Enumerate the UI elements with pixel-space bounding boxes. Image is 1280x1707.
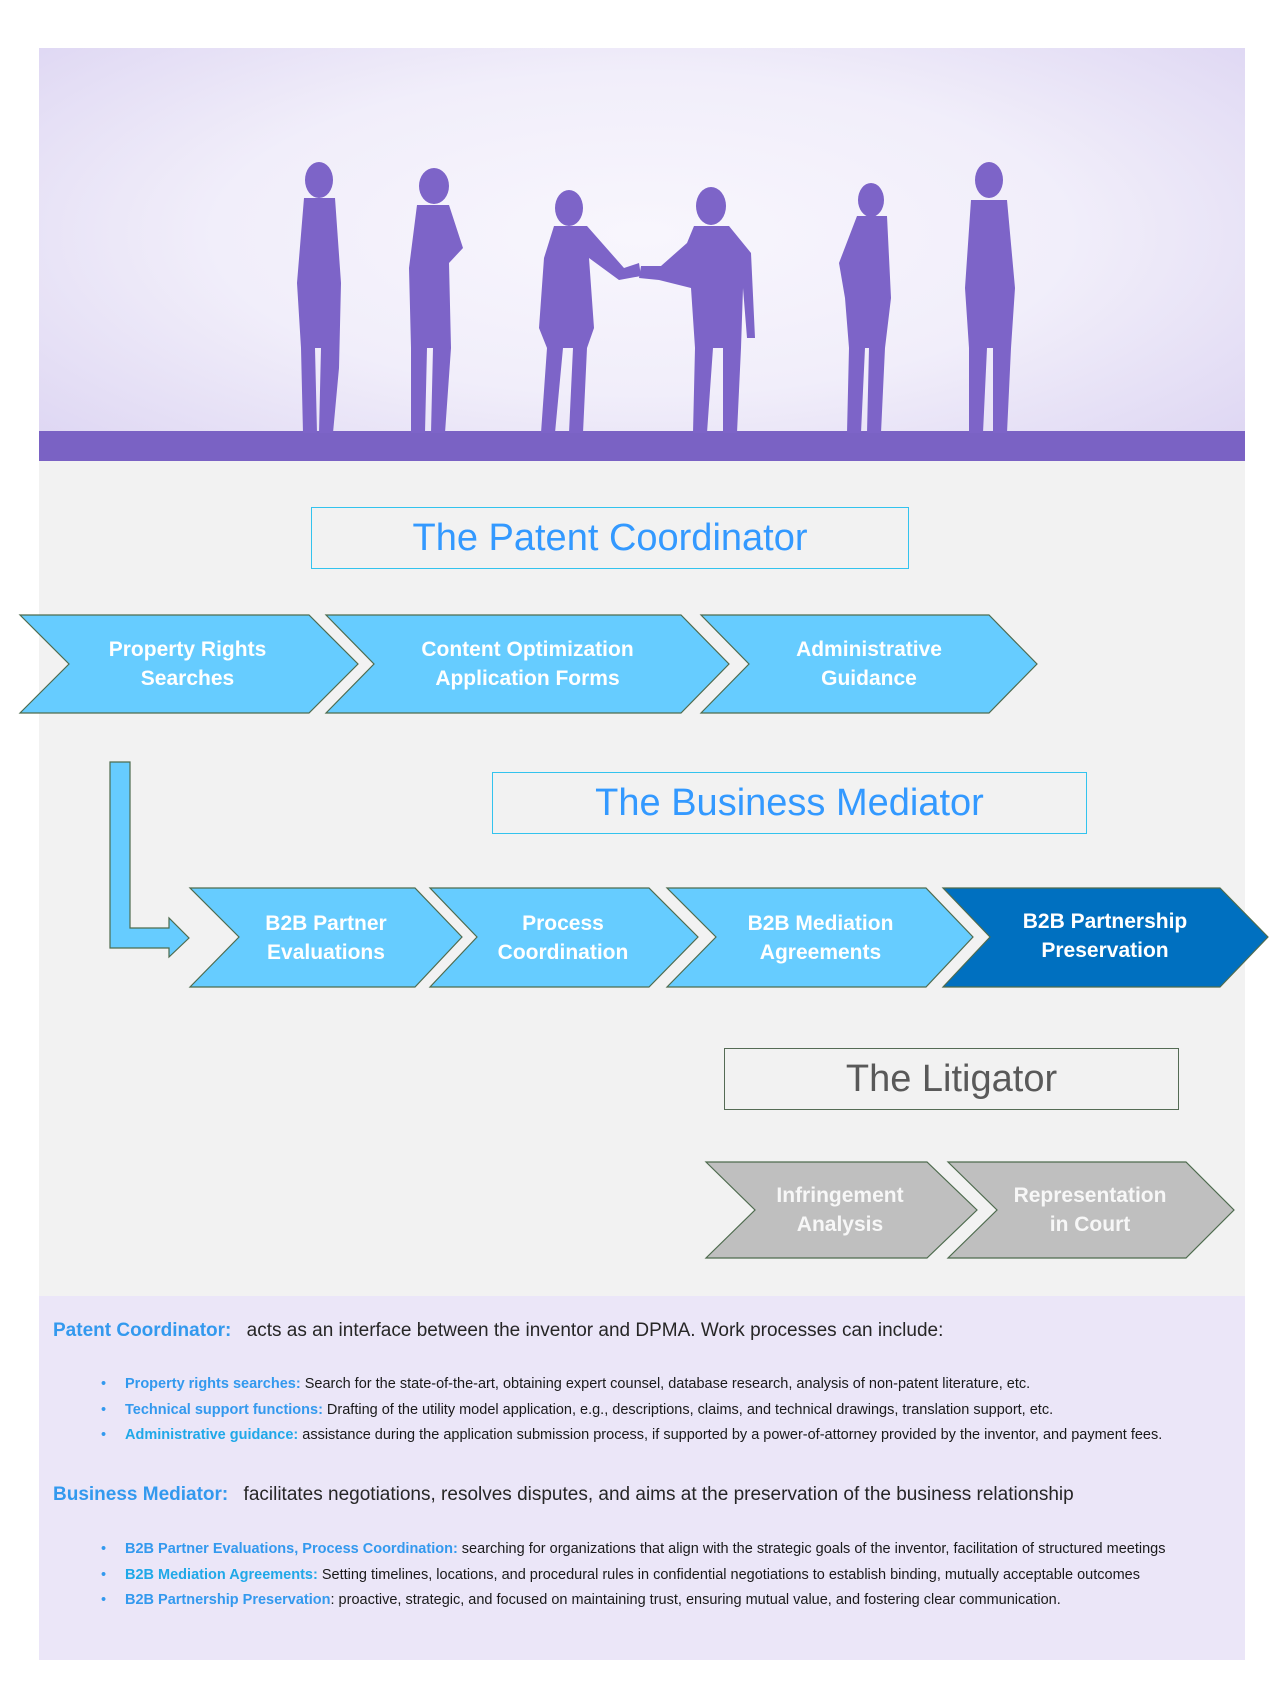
bullet-key: B2B Partnership Preservation bbox=[125, 1592, 331, 1608]
patent-bullet-list: • Property rights searches: Search for th… bbox=[101, 1372, 1162, 1449]
chevron-process-coordination bbox=[428, 887, 699, 988]
list-item: • B2B Partner Evaluations, Process Coordi… bbox=[101, 1537, 1165, 1563]
mediator-bullet-list: • B2B Partner Evaluations, Process Coordi… bbox=[101, 1537, 1165, 1614]
bullet-icon: • bbox=[101, 1401, 107, 1418]
step-label: Administrative Guidance bbox=[796, 638, 942, 690]
bullet-key: B2B Mediation Agreements: bbox=[125, 1566, 318, 1583]
step-label: Representation in Court bbox=[1013, 1184, 1167, 1236]
chevron-infringement-analysis bbox=[704, 1161, 978, 1259]
bullet-text: Search for the state-of-the-art, obtaini… bbox=[300, 1376, 1031, 1392]
step-label: Content Optimization Application Forms bbox=[421, 638, 634, 690]
note-label: Business Mediator: bbox=[53, 1484, 229, 1505]
chevron-b2b-partner-evaluations bbox=[188, 887, 463, 988]
list-item: • Technical support functions: Drafting o… bbox=[101, 1398, 1162, 1424]
section-title-text: The Business Mediator bbox=[595, 781, 984, 824]
bullet-key: Property rights searches: bbox=[125, 1376, 301, 1392]
bullet-text: Setting timelines, locations, and proced… bbox=[317, 1566, 1140, 1583]
step-label: B2B Partner Evaluations bbox=[265, 911, 387, 964]
note-patent-coordinator: Patent Coordinator: acts as an interface… bbox=[53, 1320, 943, 1342]
chevron-b2b-partnership-preservation bbox=[941, 887, 1269, 988]
note-text: acts as an interface between the invento… bbox=[246, 1320, 944, 1341]
list-item: • B2B Partnership Preservation: proactive… bbox=[101, 1588, 1165, 1614]
step-label: B2B Mediation Agreements bbox=[747, 911, 894, 964]
bullet-key: B2B Partner Evaluations, Process Coordin… bbox=[125, 1541, 458, 1557]
list-item: • Administrative guidance: assistance dur… bbox=[101, 1423, 1162, 1449]
list-item: • Property rights searches: Search for th… bbox=[101, 1372, 1162, 1398]
bullet-text: : proactive, strategic, and focused on m… bbox=[330, 1592, 1061, 1608]
note-business-mediator: Business Mediator: facilitates negotiati… bbox=[53, 1484, 1074, 1506]
step-label: Process Coordination bbox=[497, 911, 629, 964]
chevron-property-rights-searches bbox=[18, 614, 359, 714]
bullet-icon: • bbox=[101, 1592, 107, 1608]
step-label: B2B Partnership Preservation bbox=[1022, 909, 1188, 962]
step-label: Infringement Analysis bbox=[776, 1184, 904, 1236]
section-title-litigator: The Litigator bbox=[724, 1048, 1179, 1110]
chevron-representation-in-court bbox=[946, 1161, 1235, 1259]
chevron-content-optimization bbox=[324, 614, 730, 714]
bullet-text: searching for organizations that align w… bbox=[457, 1541, 1166, 1557]
diagram-canvas bbox=[39, 461, 1245, 1296]
bullet-text: Drafting of the utility model applicatio… bbox=[322, 1401, 1054, 1418]
bullet-icon: • bbox=[101, 1541, 107, 1557]
bullet-icon: • bbox=[101, 1427, 107, 1443]
note-label: Patent Coordinator: bbox=[53, 1320, 232, 1341]
step-label: Property Rights Searches bbox=[108, 638, 267, 690]
bullet-icon: • bbox=[101, 1376, 107, 1392]
elbow-arrow-icon bbox=[109, 761, 190, 959]
section-title-business-mediator: The Business Mediator bbox=[492, 772, 1087, 834]
chevron-administrative-guidance bbox=[699, 614, 1038, 714]
business-people-silhouette-icon bbox=[39, 162, 1245, 461]
bullet-icon: • bbox=[101, 1566, 107, 1583]
list-item: • B2B Mediation Agreements: Setting timel… bbox=[101, 1563, 1165, 1589]
section-title-patent-coordinator: The Patent Coordinator bbox=[311, 507, 909, 569]
bullet-key: Technical support functions: bbox=[125, 1401, 323, 1418]
process-flow bbox=[18, 614, 1269, 1259]
hero-image bbox=[39, 48, 1245, 461]
section-title-text: The Litigator bbox=[845, 1057, 1058, 1100]
notes-panel: Patent Coordinator: acts as an interface… bbox=[39, 1296, 1245, 1660]
bullet-text: assistance during the application submis… bbox=[298, 1427, 1163, 1443]
section-title-text: The Patent Coordinator bbox=[412, 516, 808, 559]
note-text: facilitates negotiations, resolves dispu… bbox=[243, 1484, 1074, 1505]
chevron-b2b-mediation-agreements bbox=[665, 887, 974, 988]
bullet-key: Administrative guidance: bbox=[125, 1427, 299, 1443]
